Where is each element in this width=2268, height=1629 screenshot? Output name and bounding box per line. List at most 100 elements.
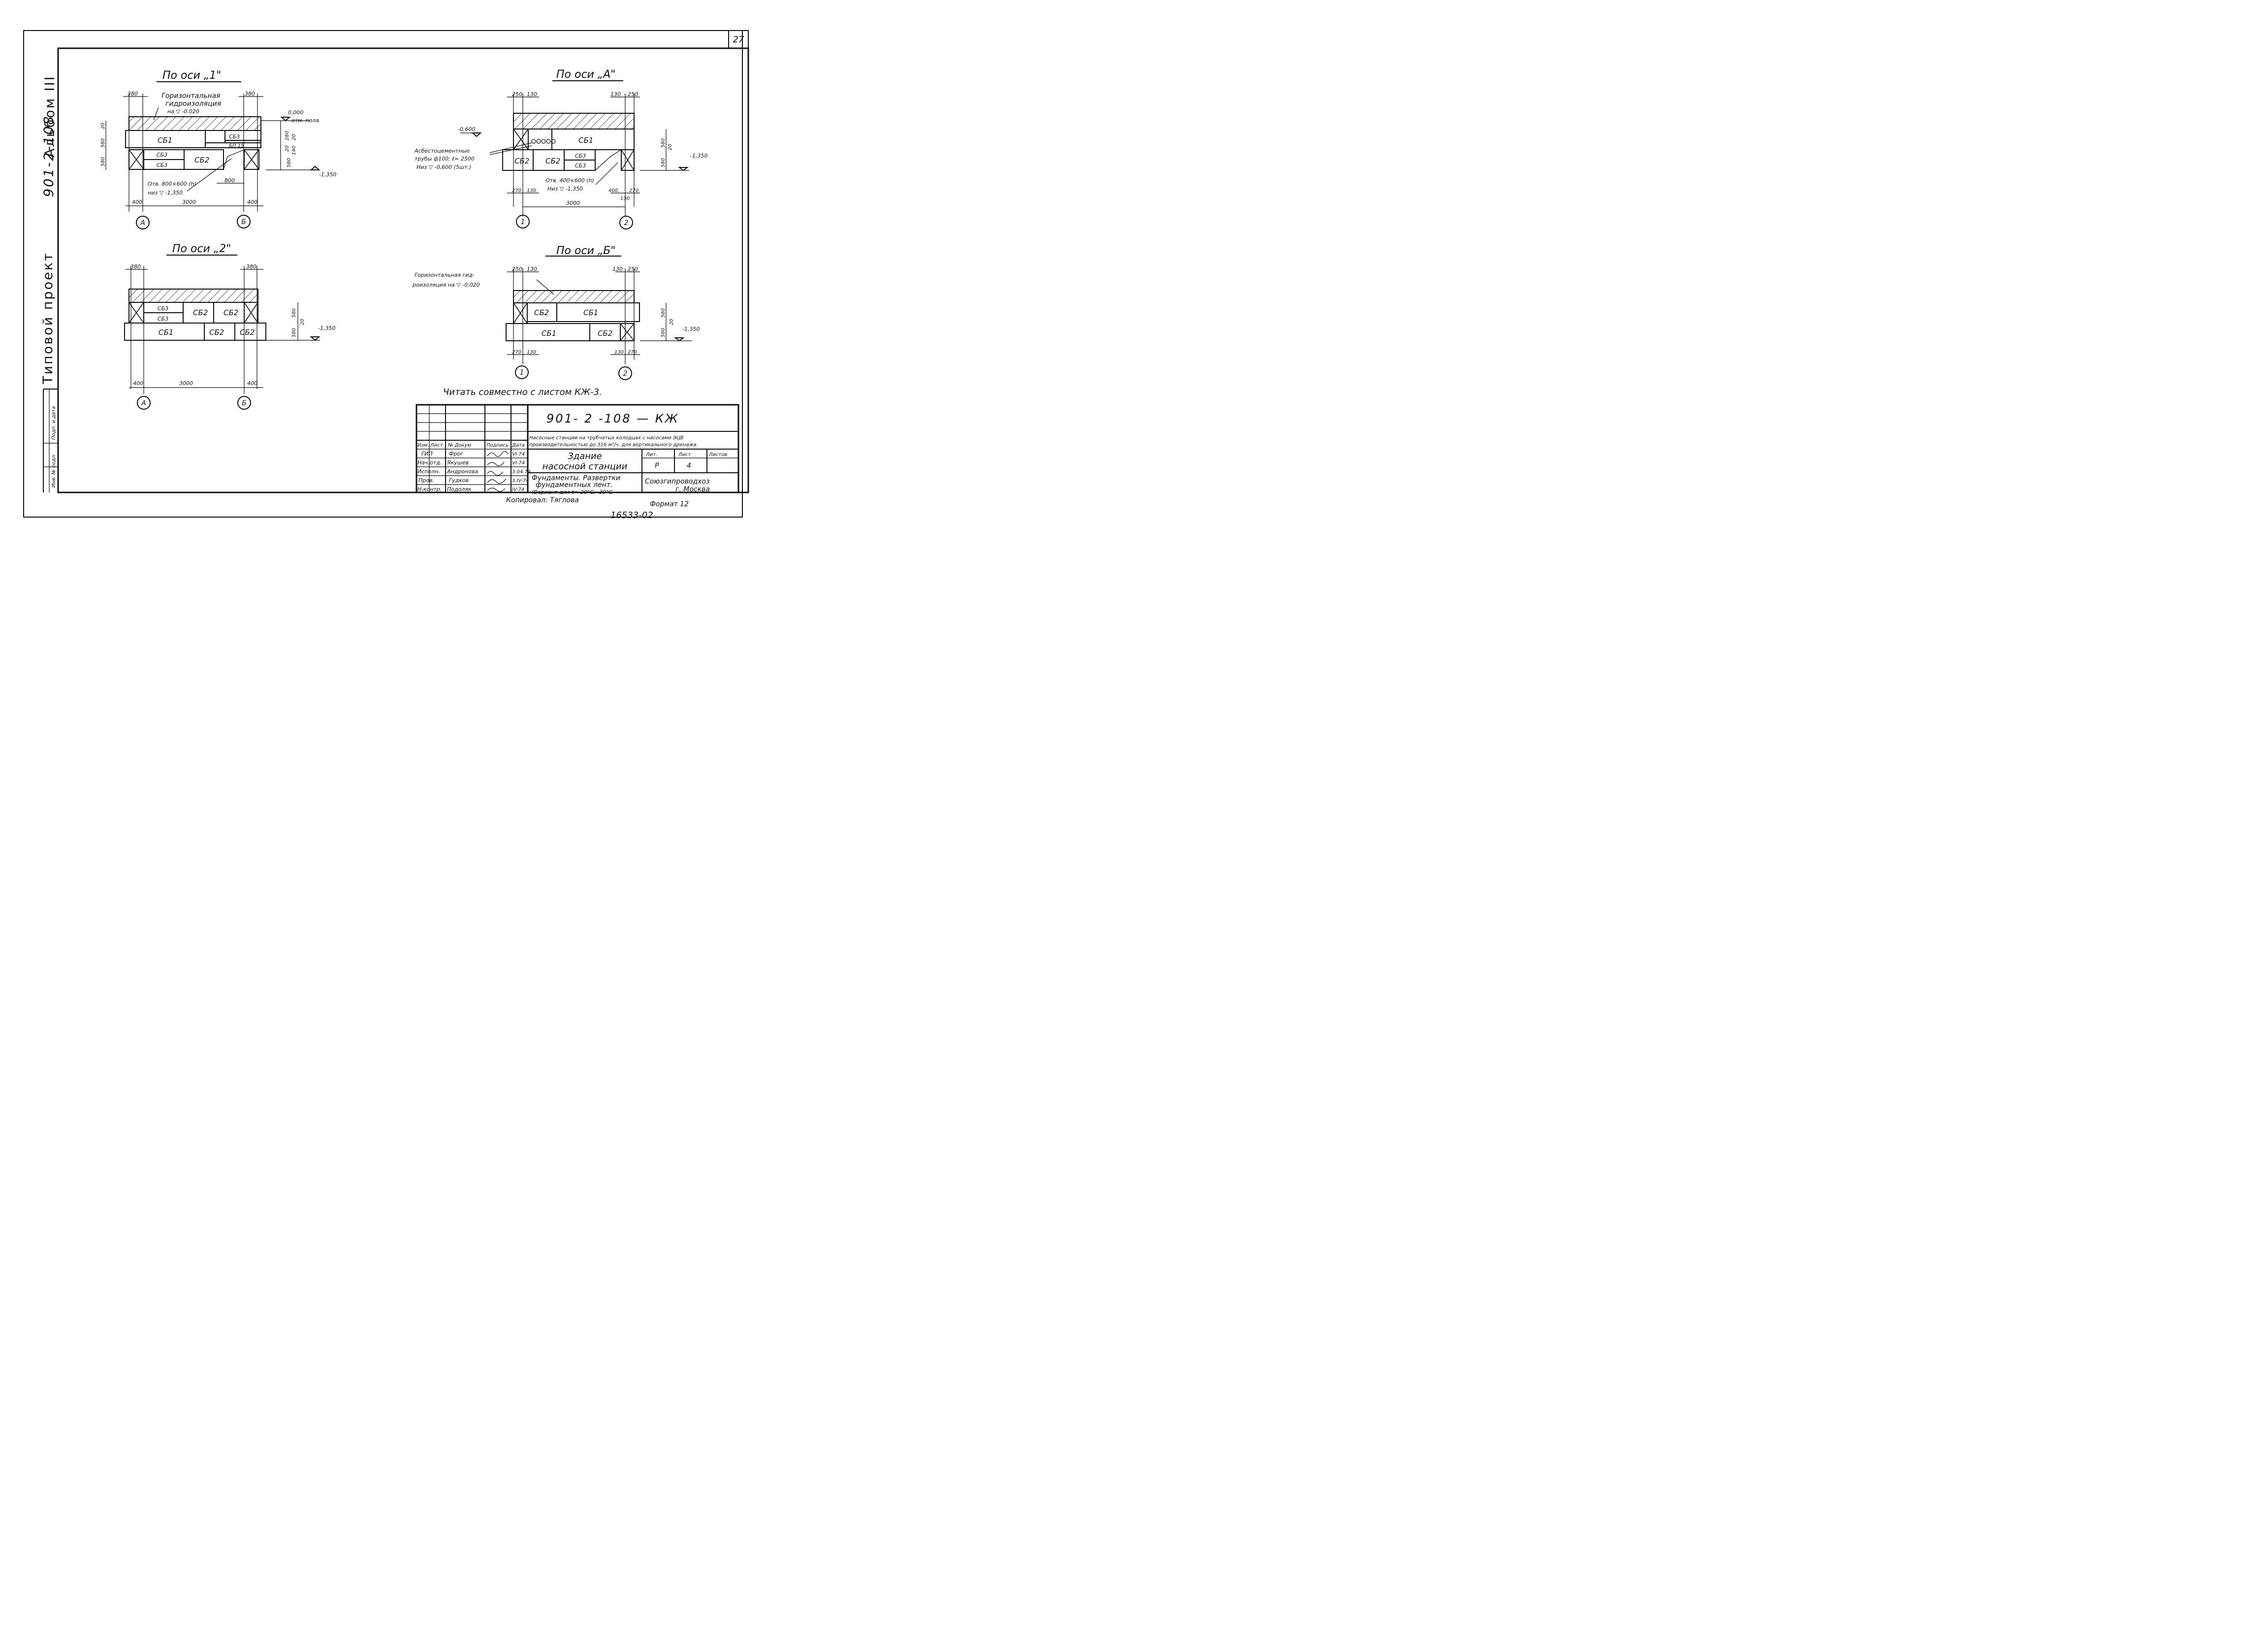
block bbox=[204, 323, 235, 341]
note-text: Читать совместно с листом КЖ-3. bbox=[443, 387, 602, 397]
dim-text: 20 bbox=[300, 319, 305, 325]
callout-text: Низ ▽ -0,600 (5шт.) bbox=[416, 164, 471, 170]
block bbox=[506, 323, 590, 341]
level-mark: отм. пола bbox=[291, 117, 319, 124]
floor-slab bbox=[128, 289, 258, 303]
dim-text: 580 bbox=[100, 157, 106, 166]
org-name: Союзгипроводхоз bbox=[645, 478, 709, 486]
callout-text: Асбестоцементные bbox=[414, 148, 470, 154]
level-mark: -0,600 bbox=[458, 126, 475, 132]
callout-text: Горизонтальная bbox=[161, 92, 221, 100]
stamp-inv: Инв. № подл. bbox=[51, 454, 57, 488]
side-code: 901-2-108 bbox=[41, 115, 57, 197]
block bbox=[124, 323, 205, 341]
floor-slab bbox=[128, 116, 261, 131]
block bbox=[589, 323, 621, 341]
opening-text: Низ ▽ -1,350 bbox=[547, 186, 583, 192]
tb-role: Н.контр. bbox=[417, 486, 442, 492]
dim-text: 130 bbox=[527, 350, 536, 355]
block bbox=[125, 130, 206, 148]
dim-text: 380 bbox=[130, 263, 141, 270]
level-mark: -1,350 bbox=[682, 326, 700, 332]
tb-date: VI-74 bbox=[512, 460, 525, 466]
side-title: Типовой проект bbox=[40, 252, 56, 385]
block-label: СБ2 bbox=[545, 157, 560, 165]
dim-text: 20 bbox=[100, 123, 106, 129]
tb-header: Лист bbox=[678, 452, 692, 457]
dim-text: 580 bbox=[291, 328, 297, 337]
tb-role: ГИП bbox=[421, 451, 433, 457]
sheet-frame bbox=[23, 30, 749, 518]
tb-date: IV-74 bbox=[512, 487, 524, 492]
dim-text: 580 bbox=[291, 308, 297, 318]
axis-label: А bbox=[140, 219, 145, 227]
dim-text: 400 bbox=[247, 380, 257, 387]
copied-by: Копировал: Тяглова bbox=[506, 496, 579, 504]
level-mark: -1,350 bbox=[319, 171, 336, 178]
view-title: По оси „А" bbox=[556, 68, 615, 81]
project-desc: Насосные станции на трубчатых колодцах с… bbox=[529, 435, 684, 441]
callout-text: трубы ф100; ℓ= 2500 bbox=[415, 156, 475, 162]
block bbox=[527, 302, 557, 322]
dim-text: 270 bbox=[628, 350, 637, 355]
level-mark: -1,350 bbox=[318, 325, 335, 331]
dim-text: 250 bbox=[628, 91, 638, 98]
view-axis-1: По оси „1" bbox=[105, 69, 320, 212]
dim-text: 400 bbox=[247, 199, 257, 205]
dim-text: 400 bbox=[133, 380, 143, 387]
dim-text: 250 bbox=[628, 266, 638, 272]
dim-text: 3000 bbox=[566, 200, 580, 206]
axis-bubble bbox=[516, 215, 530, 228]
callout-text: роизоляция на ▽ -0,020 bbox=[412, 282, 480, 288]
dim-text: 400 bbox=[608, 188, 618, 194]
dim-text: 130 bbox=[614, 350, 624, 355]
block-label: СБ3 bbox=[158, 316, 168, 322]
block bbox=[234, 323, 266, 341]
sheet-desc: Фундаменты. Развертки bbox=[532, 474, 620, 482]
block bbox=[183, 302, 214, 324]
callout-text: Горизонтальная гид- bbox=[415, 272, 475, 278]
block-label: СБ2 bbox=[514, 157, 529, 165]
block-label: СБ1 bbox=[158, 136, 172, 145]
dim-text: 3000 bbox=[182, 199, 196, 205]
stamp-sign: Подп. и дата bbox=[51, 406, 57, 440]
side-strip bbox=[43, 389, 58, 492]
dim-text: 20 bbox=[291, 134, 297, 140]
tb-header: Дата bbox=[511, 443, 525, 448]
axis-label: 1 bbox=[521, 218, 525, 226]
axis-bubble bbox=[137, 396, 151, 410]
opening-text: низ ▽ -1,350 bbox=[148, 190, 183, 196]
block-label: СБ2 bbox=[534, 308, 549, 317]
axis-label: Б bbox=[242, 399, 247, 407]
axis-label: 1 bbox=[520, 369, 524, 377]
view-axis-b bbox=[506, 256, 692, 364]
view-title: По оси „1" bbox=[162, 69, 221, 82]
axis-label: 2 bbox=[623, 370, 628, 378]
title-block bbox=[415, 404, 739, 493]
axis-bubble bbox=[619, 216, 633, 229]
dim-text: 20 bbox=[285, 145, 290, 152]
level-mark: 0,000 bbox=[288, 109, 304, 116]
project-desc: производительностью до 316 м³/ч. для вер… bbox=[529, 442, 697, 448]
view-title: По оси „Б" bbox=[556, 245, 615, 257]
tb-name: Фрог bbox=[449, 451, 463, 457]
block bbox=[502, 149, 534, 171]
dim-text: 380 bbox=[245, 91, 255, 97]
dim-text: 270 bbox=[512, 350, 521, 355]
view-axis-a bbox=[460, 80, 689, 217]
sheet-number: 27 bbox=[733, 34, 744, 45]
tb-header: Лит. bbox=[645, 452, 657, 457]
axis-label: 2 bbox=[624, 219, 629, 227]
callout-text: гидроизоляция bbox=[165, 100, 221, 108]
project-code: 901- 2 -108 — КЖ bbox=[546, 412, 679, 425]
axis-bubble bbox=[237, 215, 251, 228]
building-name: насосной станции bbox=[543, 461, 628, 472]
block-label: СБ2 bbox=[194, 156, 209, 164]
dim-text: 270 bbox=[629, 188, 639, 194]
dim-text: 380 bbox=[128, 91, 138, 97]
dim-text: 130 bbox=[527, 266, 537, 272]
sheet-desc: фундаментных лент. bbox=[536, 481, 612, 489]
dim-text: 130 bbox=[612, 266, 623, 272]
tb-header: Лист bbox=[430, 443, 444, 448]
building-name: Здание bbox=[568, 451, 602, 461]
